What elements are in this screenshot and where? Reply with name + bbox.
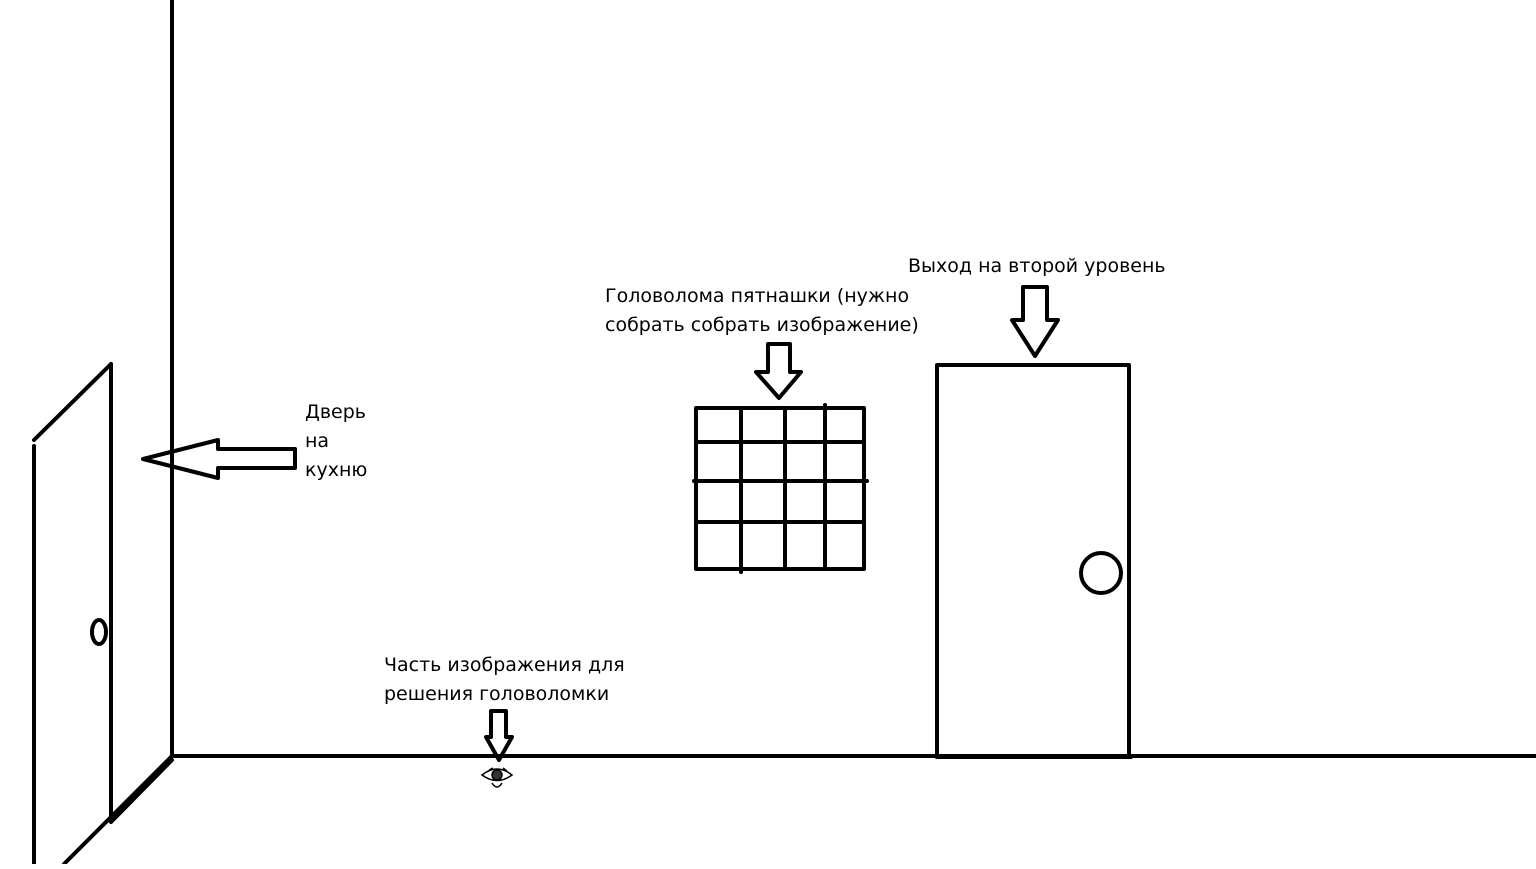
arrow-down-icon <box>1010 285 1060 358</box>
kitchen-door-label-line: Дверь <box>305 401 366 423</box>
kitchen-door-label: Дверь на кухню <box>305 398 367 485</box>
puzzle-label-line: собрать собрать изображение) <box>605 314 919 336</box>
exit-label-line: Выход на второй уровень <box>908 255 1166 277</box>
floor-corner-line <box>62 754 174 866</box>
puzzle-label-line: Головолома пятнашки (нужно <box>605 285 910 307</box>
exit-label: Выход на второй уровень <box>908 252 1166 281</box>
exit-door[interactable] <box>935 363 1133 759</box>
kitchen-door-handle <box>90 618 108 646</box>
fifteen-puzzle-grid[interactable] <box>692 403 869 574</box>
kitchen-door-label-line: на <box>305 430 330 452</box>
arrow-down-icon <box>754 342 803 400</box>
puzzle-label: Головолома пятнашки (нужно собрать собра… <box>605 282 919 340</box>
arrow-left-icon <box>141 438 297 480</box>
puzzle-piece-label-line: Часть изображения для <box>384 654 625 676</box>
kitchen-door-label-line: кухню <box>305 459 368 481</box>
arrow-down-icon <box>484 709 514 762</box>
puzzle-piece-label: Часть изображения для решения головоломк… <box>384 651 625 709</box>
puzzle-piece-eye-icon[interactable] <box>480 767 514 788</box>
puzzle-piece-label-line: решения головоломки <box>384 683 610 705</box>
kitchen-door[interactable] <box>32 362 174 866</box>
exit-door-handle <box>1079 551 1123 595</box>
